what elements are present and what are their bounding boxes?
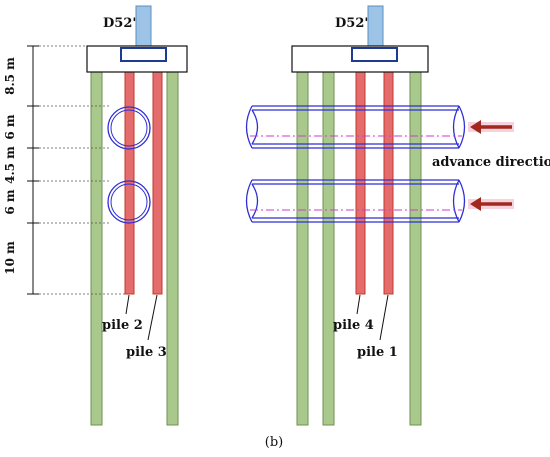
pile-3-bar	[152, 63, 163, 295]
tunnel-circle-lower-inner	[110, 183, 148, 221]
outer-pile-right-3	[409, 71, 422, 426]
outer-pile-left-2	[166, 71, 179, 426]
pile-cap-right	[291, 45, 429, 73]
pile-cap-left	[86, 45, 188, 73]
column-right	[367, 5, 384, 47]
tunnel-circle-upper-inner	[110, 109, 148, 147]
pile-1-label: pile 1	[357, 345, 398, 360]
column-label-right: D52'	[335, 16, 368, 31]
dim-label-5: 10 m	[3, 241, 17, 275]
cap-plate-left	[120, 47, 167, 62]
dimension-leaders	[39, 45, 125, 295]
dim-label-3: 4.5 m	[3, 146, 17, 184]
advance-direction-label: advance direction	[432, 155, 550, 170]
pile-1-leader	[379, 294, 389, 341]
pile-3-leader	[147, 294, 158, 341]
outer-pile-left-1	[90, 71, 103, 426]
tunnel-lower	[245, 179, 466, 223]
dimension-line	[27, 45, 39, 295]
dim-label-1: 8.5 m	[3, 57, 17, 95]
cap-plate-right	[351, 47, 398, 62]
tunnel-circle-upper	[107, 106, 151, 150]
outer-pile-right-2	[322, 71, 335, 426]
pile-4-bar	[355, 63, 366, 295]
pile-2-leader	[125, 294, 130, 315]
arrow-left-icon	[468, 197, 514, 211]
pile-4-label: pile 4	[333, 318, 374, 333]
tunnel-circle-lower	[107, 180, 151, 224]
dim-label-2: 6 m	[3, 114, 17, 140]
left-panel: D52'	[3, 5, 188, 426]
pile-3-label: pile 3	[126, 345, 167, 360]
arrow-left-icon	[468, 120, 514, 134]
pile-2-bar	[124, 63, 135, 295]
outer-pile-right-1	[296, 71, 309, 426]
figure-caption: (b)	[265, 435, 283, 450]
dim-label-4: 6 m	[3, 189, 17, 215]
column-left	[135, 5, 152, 47]
right-panel: D52'	[245, 5, 550, 426]
pile-1-bar	[383, 63, 394, 295]
tunnel-upper	[245, 105, 466, 149]
pile-2-label: pile 2	[102, 318, 143, 333]
column-label-left: D52'	[103, 16, 136, 31]
pile-4-leader	[356, 294, 361, 315]
